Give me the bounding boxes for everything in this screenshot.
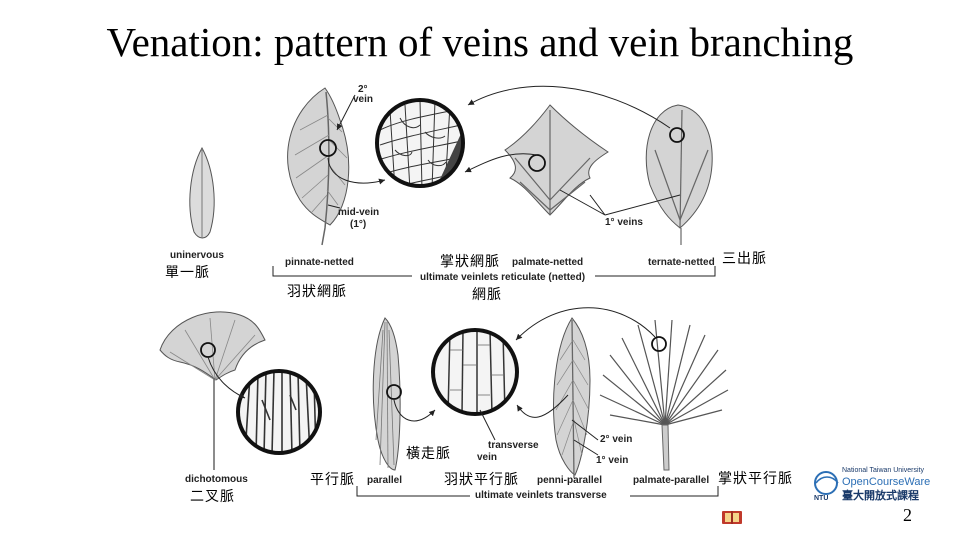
dichotomous-label: dichotomous — [185, 474, 248, 485]
logo-ocw: OpenCourseWare — [842, 476, 930, 488]
logo-university: National Taiwan University — [842, 467, 924, 474]
ultimate-veinlets-transverse-label: ultimate veinlets transverse — [475, 490, 607, 501]
pinnate-netted-leaf — [287, 87, 350, 246]
palmate-netted-label: palmate-netted — [512, 257, 583, 268]
ntu-ocw-logo: National Taiwan University OpenCourseWar… — [814, 467, 930, 502]
secondary-vein-word: vein — [353, 94, 373, 105]
book-icon[interactable] — [722, 511, 742, 524]
transverse-label: transverse — [488, 440, 539, 451]
transverse-zh: 橫走脈 — [406, 446, 451, 462]
uninervous-leaf — [189, 146, 215, 239]
parallel-zoom-ring — [386, 384, 402, 400]
logo-globe-icon — [814, 471, 838, 495]
ultimate-veinlets-netted-label: ultimate veinlets reticulate (netted) — [420, 272, 585, 283]
page-number: 2 — [903, 505, 912, 525]
midvein-label: mid-vein — [338, 207, 379, 218]
primary-veins-label: 1° veins — [605, 217, 643, 228]
transverse-vein-label: vein — [477, 452, 497, 463]
dichotomous-magnifier — [236, 369, 322, 455]
bottom-bracket — [356, 486, 719, 497]
palmate-netted-leaf — [504, 104, 609, 216]
parallel-label: parallel — [367, 475, 402, 486]
penni-parallel-zh: 羽狀平行脈 — [444, 472, 519, 488]
primary-vein-bottom-label: 1° vein — [596, 455, 628, 466]
pinnate-netted-label: pinnate-netted — [285, 257, 354, 268]
penni-parallel-label: penni-parallel — [537, 475, 602, 486]
uninervous-zh: 單一脈 — [165, 265, 210, 281]
ternate-netted-label: ternate-netted — [648, 257, 715, 268]
top-magnifier — [375, 98, 465, 188]
palmate-parallel-zh: 掌狀平行脈 — [718, 471, 793, 487]
parallel-leaf — [372, 317, 402, 471]
logo-chinese: 臺大開放式課程 — [842, 488, 919, 502]
parallel-zh: 平行脈 — [310, 472, 355, 488]
palmate-parallel-label: palmate-parallel — [633, 475, 709, 486]
ternate-zoom-ring — [669, 127, 685, 143]
logo-abbr: NTU — [814, 495, 828, 502]
secondary-vein-bottom-label: 2° vein — [600, 434, 632, 445]
slide-title: Venation: pattern of veins and vein bran… — [106, 19, 854, 65]
top-bracket — [272, 266, 716, 277]
bottom-arrows — [207, 307, 656, 456]
dichotomous-zh: 二叉脈 — [190, 489, 235, 505]
palmate-parallel-zoom-ring — [651, 336, 667, 352]
uninervous-label: uninervous — [170, 250, 224, 261]
ternate-netted-leaf — [645, 104, 713, 245]
top-arrows — [327, 85, 681, 216]
midvein-order-label: (1°) — [350, 219, 366, 230]
transverse-magnifier — [431, 328, 519, 416]
palmate-parallel-leaf — [599, 319, 729, 471]
pinnate-zoom-ring — [319, 139, 337, 157]
pinnate-netted-zh: 羽狀網脈 — [287, 284, 347, 300]
netted-zh: 網脈 — [472, 287, 502, 303]
palmate-netted-zh: 掌狀網脈 — [440, 254, 500, 270]
penni-parallel-leaf — [553, 317, 591, 479]
ternate-netted-zh: 三出脈 — [722, 251, 767, 267]
secondary-vein-label: 2° — [358, 84, 368, 95]
